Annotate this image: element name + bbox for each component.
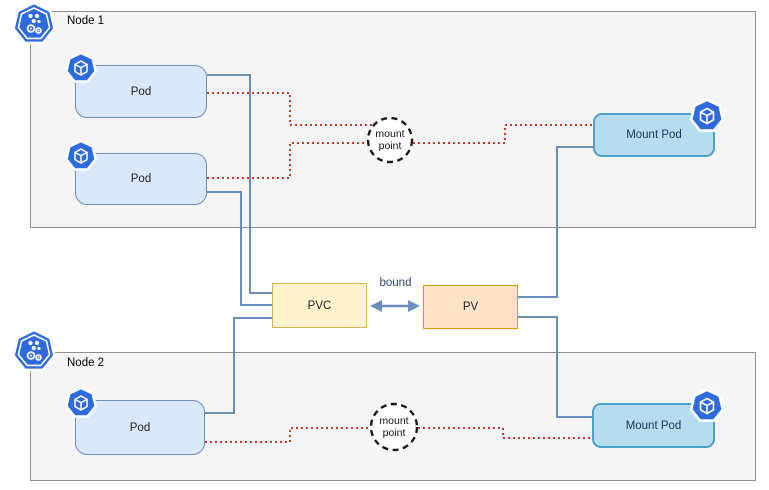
connector-pod2-to-pvc <box>207 191 272 306</box>
bound-label: bound <box>379 277 412 289</box>
mount-point-2-line2: point <box>382 427 406 439</box>
connector-pod1-to-pvc <box>207 74 272 294</box>
dotted-pod1-to-mountpoint <box>207 92 372 126</box>
connector-pod3-to-pvc <box>205 317 272 414</box>
pvc-label: PVC <box>307 299 332 312</box>
mount-point-circle-1 <box>366 116 414 164</box>
pvc-box: PVC <box>272 283 367 328</box>
pod1-box: Pod <box>75 65 207 118</box>
pod2-label: Pod <box>130 173 152 185</box>
pv-label: PV <box>462 301 479 313</box>
blue-connectors <box>205 74 593 418</box>
pod1-label: Pod <box>130 85 152 98</box>
pod3-label: Pod <box>129 421 151 434</box>
mount-point-circle-2 <box>369 402 419 452</box>
pv-box: PV <box>423 285 518 329</box>
mount-pod2-box: Mount Pod <box>592 403 715 448</box>
connector-mountpod1-to-pv <box>518 146 593 298</box>
node1-label: Node 1 <box>67 15 105 27</box>
dotted-pod2-to-mountpoint <box>207 142 367 179</box>
bound-arrow <box>370 300 420 312</box>
dotted-mountpoint-to-mountpod1 <box>413 124 593 144</box>
node2-label: Node 2 <box>67 357 105 369</box>
mount-point-text-1: mount point <box>368 118 412 162</box>
mount-pod1-box: Mount Pod <box>593 113 715 157</box>
connector-mountpod2-to-pv <box>518 316 592 418</box>
dotted-pod3-to-mountpoint2 <box>205 427 370 443</box>
mount-point-1-line2: point <box>378 140 402 152</box>
mount-pod1-label: Mount Pod <box>626 129 682 141</box>
red-dotted-connectors <box>205 92 593 443</box>
mount-pod2-label: Mount Pod <box>625 419 682 432</box>
mount-point-1-line1: mount <box>375 127 405 140</box>
mount-point-text-2: mount point <box>372 405 416 449</box>
dotted-mountpoint2-to-mountpod2 <box>418 427 592 439</box>
pod3-box: Pod <box>75 400 205 455</box>
mount-point-2-line1: mount <box>379 414 409 427</box>
kubernetes-node-icon-1 <box>12 1 56 45</box>
pod2-box: Pod <box>75 153 207 205</box>
kubernetes-node-icon-2 <box>12 328 56 372</box>
